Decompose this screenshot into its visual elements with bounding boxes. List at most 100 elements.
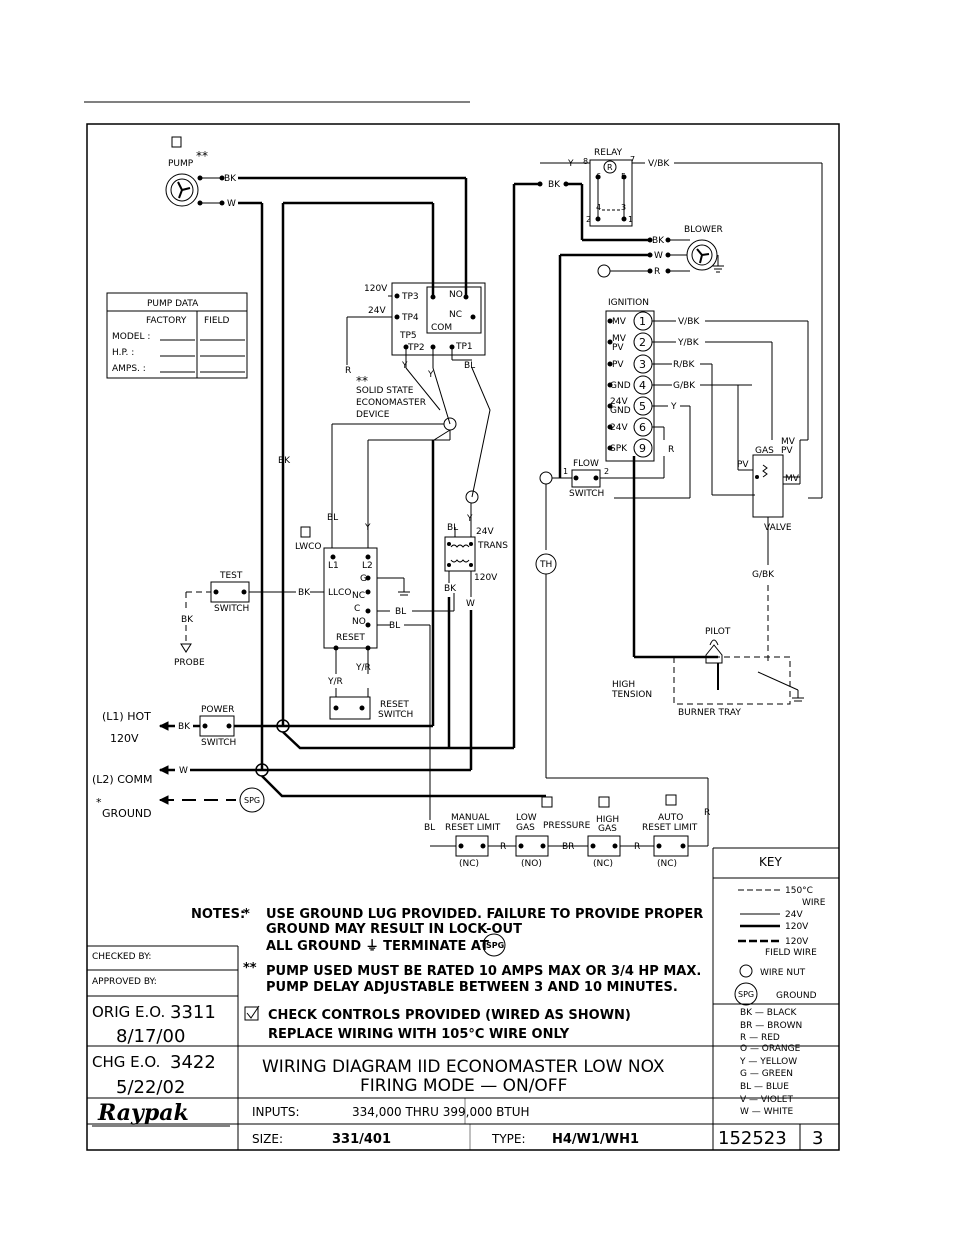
pumpdata-factory: FACTORY bbox=[146, 316, 187, 326]
ign-term-5: 5 bbox=[639, 400, 646, 413]
key-color-5: G — GREEN bbox=[740, 1069, 793, 1079]
gbk-valve: G/BK bbox=[752, 570, 775, 580]
revision: 3 bbox=[812, 1128, 823, 1149]
mv-gas: MV bbox=[785, 474, 800, 484]
lwco-no: NO bbox=[352, 617, 366, 627]
ign-24v: 24V bbox=[610, 423, 628, 433]
power-label: POWER bbox=[201, 705, 234, 715]
ign-term-9: 9 bbox=[639, 442, 646, 455]
high-gas: GAS bbox=[598, 824, 617, 834]
mvpv-gas-2: PV bbox=[781, 446, 793, 456]
lwco-l2: L2 bbox=[362, 561, 373, 571]
flow-pin-2: 2 bbox=[604, 467, 609, 476]
ss-line-2: ECONOMASTER bbox=[356, 398, 426, 408]
burner-tray-label: BURNER TRAY bbox=[678, 708, 741, 718]
ign-mvpv-2: PV bbox=[612, 343, 624, 353]
pumpdata-hp: H.P. : bbox=[112, 348, 134, 358]
bk-label-blower: BK bbox=[652, 236, 665, 246]
chg-eo-label: CHG E.O. bbox=[92, 1053, 160, 1071]
key-120v-field: 120V bbox=[785, 937, 809, 947]
blower-label: BLOWER bbox=[684, 225, 723, 235]
ign-pv: PV bbox=[612, 360, 624, 370]
relay-pin-2: 2 bbox=[586, 215, 591, 224]
test-switch-label: SWITCH bbox=[214, 604, 249, 614]
approved-by: APPROVED BY: bbox=[92, 977, 157, 987]
r-ign: R bbox=[668, 445, 674, 455]
spg-ground: SPG bbox=[244, 796, 260, 805]
bl-lwco-1: BL bbox=[395, 607, 406, 617]
low-label: LOW bbox=[516, 813, 537, 823]
pumpdata-title: PUMP DATA bbox=[147, 299, 199, 309]
tp5-label: TP5 bbox=[399, 331, 417, 341]
lwco-c: C bbox=[354, 604, 360, 614]
bk-label-relay: BK bbox=[548, 180, 561, 190]
vbk-label-relay: V/BK bbox=[648, 159, 670, 169]
ign-term-3: 3 bbox=[639, 358, 646, 371]
ss-line-1: SOLID STATE bbox=[356, 386, 414, 396]
w-trans: W bbox=[466, 599, 475, 609]
key-ground: GROUND bbox=[776, 991, 817, 1001]
w-label-blower: W bbox=[654, 251, 663, 261]
pump-data-table bbox=[106, 292, 248, 379]
v120-ss: 120V bbox=[364, 284, 388, 294]
note-1a: USE GROUND LUG PROVIDED. FAILURE TO PROV… bbox=[266, 907, 703, 922]
r-limit-1: R bbox=[500, 842, 506, 852]
v24-trans: 24V bbox=[476, 527, 494, 537]
pumpdata-field: FIELD bbox=[204, 316, 230, 326]
ign-24vgnd-1: 24V bbox=[610, 397, 628, 407]
high-tension-1: HIGH bbox=[612, 680, 635, 690]
y-ign: Y bbox=[670, 402, 677, 412]
y-trans: Y bbox=[466, 514, 473, 524]
r-limit-2: R bbox=[634, 842, 640, 852]
note-2a: PUMP USED MUST BE RATED 10 AMPS MAX OR 3… bbox=[266, 964, 701, 979]
bk-trans: BK bbox=[444, 584, 457, 594]
key-field-wire: FIELD WIRE bbox=[765, 948, 817, 958]
y-label-relay: Y bbox=[567, 159, 574, 169]
tp4-label: TP4 bbox=[401, 313, 419, 323]
key-color-8: W — WHITE bbox=[740, 1107, 793, 1117]
key-color-7: V — VIOLET bbox=[740, 1095, 793, 1105]
key-title: KEY bbox=[759, 855, 782, 869]
key-color-4: Y — YELLOW bbox=[739, 1057, 797, 1067]
low-gas: GAS bbox=[516, 823, 535, 833]
ign-term-4: 4 bbox=[639, 379, 646, 392]
flow-pin-1: 1 bbox=[563, 467, 568, 476]
nc-limit-1: (NC) bbox=[459, 859, 479, 869]
lwco-label: LWCO bbox=[295, 542, 321, 552]
bl-lwco-2: BL bbox=[389, 621, 400, 631]
relay-pin-6: 6 bbox=[596, 172, 601, 181]
pump-icon bbox=[165, 173, 199, 207]
l1-hot-label: (L1) HOT bbox=[102, 710, 151, 723]
relay-pin-5: 5 bbox=[621, 172, 626, 181]
ign-mv: MV bbox=[612, 317, 627, 327]
pressure-label: PRESSURE bbox=[543, 821, 591, 831]
manual-label: MANUAL bbox=[451, 813, 489, 823]
type-value: H4/W1/WH1 bbox=[552, 1132, 639, 1147]
relay-pin-7: 7 bbox=[630, 155, 635, 164]
valve-label: VALVE bbox=[764, 523, 792, 533]
mvpv-gas-1: MV bbox=[781, 437, 796, 447]
pumpdata-amps: AMPS. : bbox=[112, 364, 146, 374]
note-1-spg: SPG bbox=[486, 941, 504, 950]
bk-label-1: BK bbox=[224, 174, 237, 184]
type-label: TYPE: bbox=[491, 1132, 526, 1146]
key-spg: SPG bbox=[738, 990, 754, 999]
bk-long-label: BK bbox=[278, 456, 291, 466]
relay-pin-1: 1 bbox=[628, 215, 633, 224]
relay-label: RELAY bbox=[594, 148, 623, 158]
note-3b: REPLACE WIRING WITH 105°C WIRE ONLY bbox=[268, 1027, 570, 1042]
size-value: 331/401 bbox=[332, 1132, 391, 1147]
key-24v: 24V bbox=[785, 910, 803, 920]
reset-switch-1: RESET bbox=[380, 700, 409, 710]
note-2b: PUMP DELAY ADJUSTABLE BETWEEN 3 AND 10 M… bbox=[266, 980, 678, 995]
pump-stars: ** bbox=[196, 149, 208, 163]
drawing-number: 152523 bbox=[718, 1128, 787, 1149]
ign-term-2: 2 bbox=[639, 336, 646, 349]
flow-switch-label: SWITCH bbox=[569, 489, 604, 499]
power-switch-label: SWITCH bbox=[201, 738, 236, 748]
lwco-reset: RESET bbox=[336, 633, 365, 643]
drawing-frame bbox=[86, 123, 840, 1151]
notes-dstar: ** bbox=[243, 961, 257, 976]
rbk-ign: R/BK bbox=[673, 360, 695, 370]
